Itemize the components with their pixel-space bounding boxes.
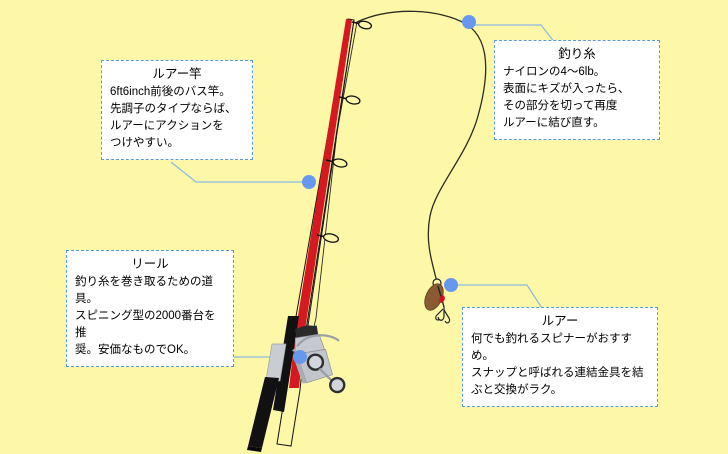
fishing-line [308,10,487,349]
rod-connector-dot [302,175,316,189]
callout-rod: ルアー竿 6ft6inch前後のバス竿。 先調子のタイプならば、 ルアーにアクシ… [101,60,253,160]
lure-connector-dot [444,278,458,292]
callout-lure-body: 何でも釣れるスピナーがおすすめ。 スナップと呼ばれる連結金具を結 ぶと交換がラク… [471,333,644,396]
rod-guide-2 [338,95,361,105]
callout-lure: ルアー 何でも釣れるスピナーがおすすめ。 スナップと呼ばれる連結金具を結 ぶと交… [462,307,658,407]
callout-line-title: 釣り糸 [558,47,596,61]
treble-hook [435,307,451,324]
callout-rod-body: 6ft6inch前後のバス竿。 先調子のタイプならば、 ルアーにアクションを つ… [110,86,237,149]
callout-reel-body: 釣り糸を巻き取るための道具。 スピニング型の2000番台を推 奨。安価なものでO… [75,276,216,356]
rod-guide-3 [325,158,348,168]
callout-reel-title: リール [131,257,169,271]
spinner-lure [424,278,451,324]
callout-reel: リール 釣り糸を巻き取るための道具。 スピニング型の2000番台を推 奨。安価な… [66,250,234,367]
rod-guide-4 [316,233,340,243]
callout-line-body: ナイロンの4〜6lb。 表面にキズが入ったら、 その部分を切って再度 ルアーに結… [503,66,630,129]
callout-line: 釣り糸 ナイロンの4〜6lb。 表面にキズが入ったら、 その部分を切って再度 ル… [494,40,660,140]
callout-rod-title: ルアー竿 [152,67,202,81]
line-connector-dot [462,15,476,29]
callout-lure-title: ルアー [541,314,579,328]
rod-guide-eyelets [316,20,373,243]
reel-connector-dot [293,350,307,364]
rod-guide-tip [351,20,373,30]
connector-dots [293,15,476,364]
rod-grip [247,316,299,452]
spinning-reel [291,325,346,394]
leader-line-rod [170,161,309,183]
